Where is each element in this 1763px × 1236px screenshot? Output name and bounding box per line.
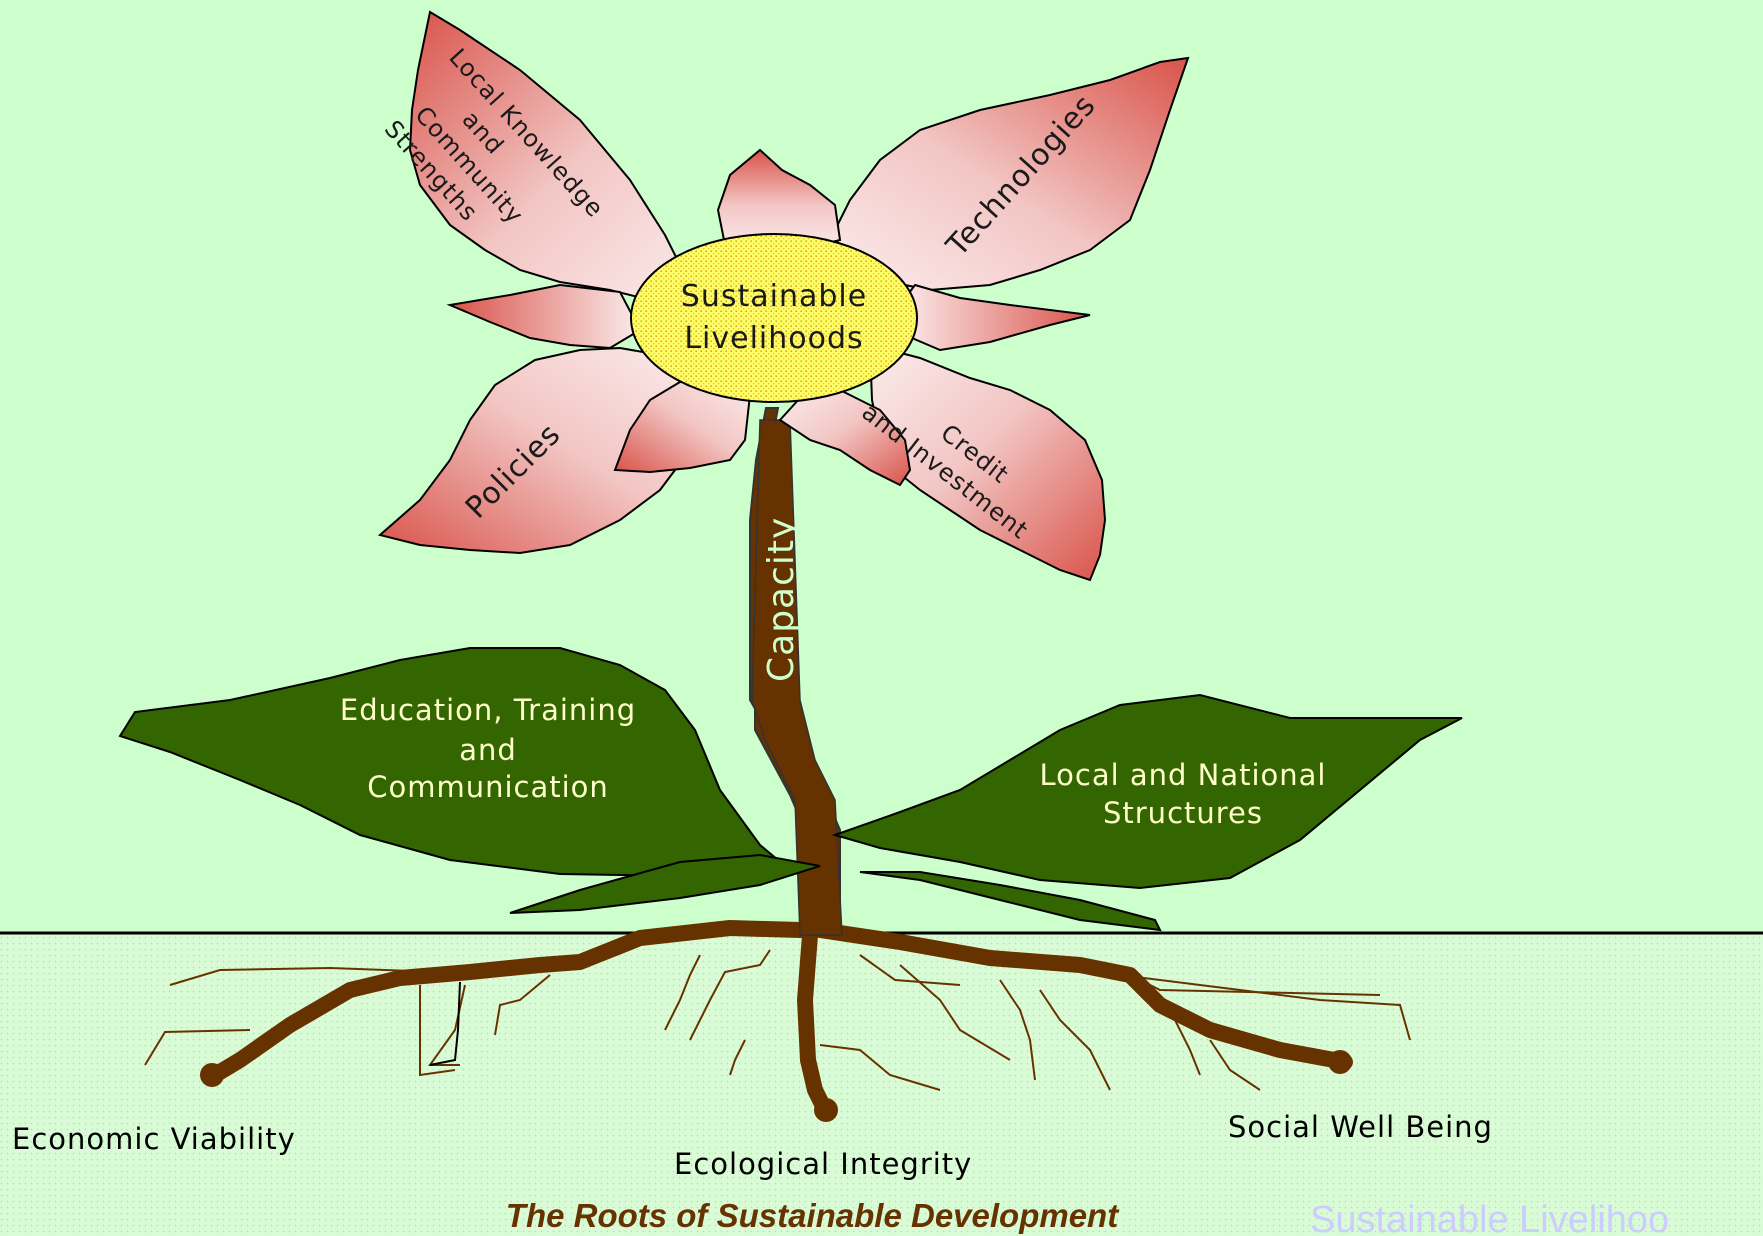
- black-root: [429, 981, 461, 1066]
- root-tip-left: [200, 1063, 224, 1087]
- leaf-label-education-1: Education, Training: [340, 693, 636, 727]
- flower-center: [630, 233, 918, 403]
- leaf-label-structures-1: Local and National: [1039, 758, 1326, 792]
- petal-right-small: [898, 283, 1091, 352]
- root-label-ecological: Ecological Integrity: [674, 1147, 972, 1181]
- leaf-right: [831, 693, 1463, 890]
- diagram-caption: The Roots of Sustainable Development: [506, 1197, 1120, 1234]
- root-tip-right: [1328, 1050, 1352, 1074]
- stem-body: [751, 419, 843, 936]
- leaf-label-education-2: and: [459, 733, 517, 767]
- root-tip-center: [814, 1098, 838, 1122]
- soil-area: [0, 933, 1763, 1236]
- leaf-small-right: [859, 871, 1162, 932]
- root-label-social: Social Well Being: [1228, 1110, 1493, 1144]
- center-label-line1: Sustainable: [681, 279, 867, 314]
- leaf-label-education-3: Communication: [367, 770, 609, 804]
- leaf-small-left: [509, 853, 821, 914]
- leaf-left: [118, 647, 793, 878]
- footer-title: Sustainable Livelihoo: [1310, 1199, 1669, 1236]
- main-roots: [207, 920, 1353, 1118]
- root-label-economic: Economic Viability: [12, 1122, 296, 1156]
- center-label-line2: Livelihoods: [684, 321, 863, 356]
- leaf-label-structures-2: Structures: [1103, 796, 1263, 830]
- petal-left-small: [446, 283, 642, 350]
- fine-roots: [144, 949, 1411, 1091]
- stem-label-capacity: Capacity: [761, 517, 802, 682]
